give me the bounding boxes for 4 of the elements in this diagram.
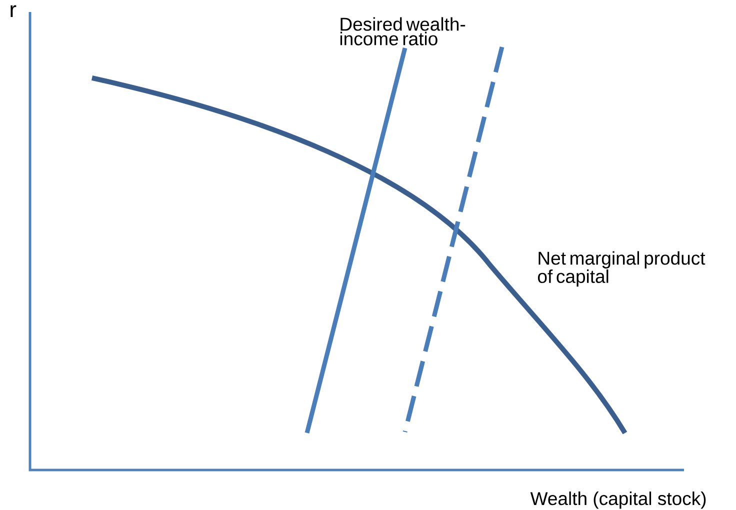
curve-label: Net marginal product of capital: [538, 251, 706, 287]
curve-label: Desired wealth-income ratio: [340, 17, 466, 46]
axis-label: r: [10, 5, 16, 18]
axis-label: Wealth (capital stock): [530, 492, 706, 509]
